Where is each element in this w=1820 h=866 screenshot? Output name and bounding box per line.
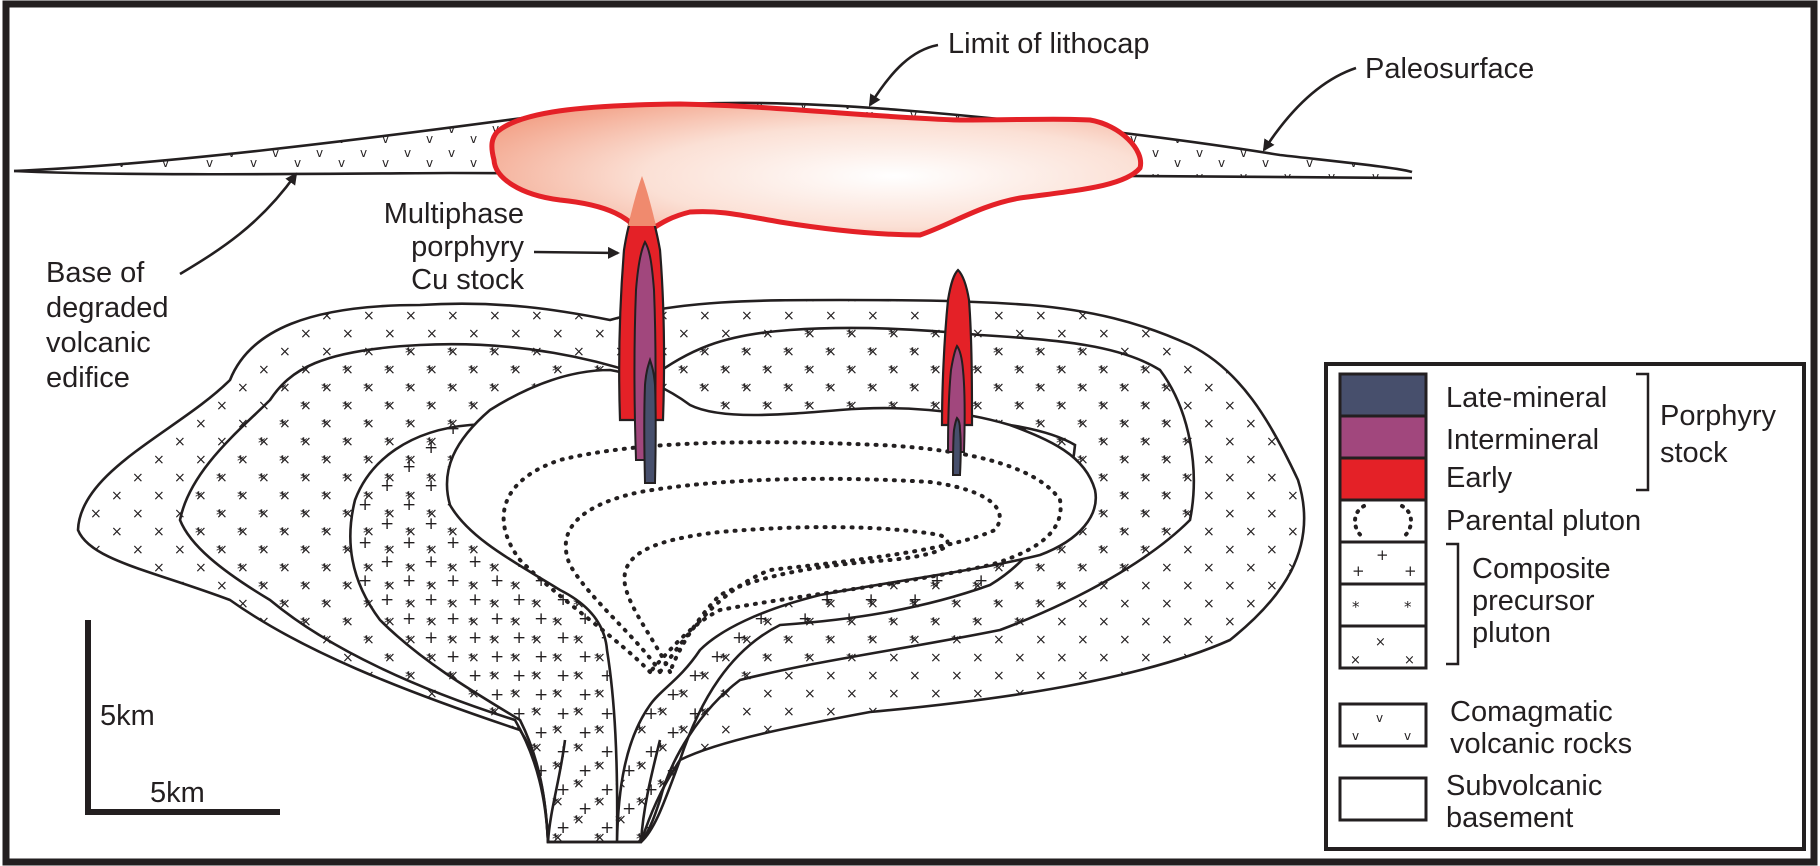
label-base-line-4: edifice	[46, 362, 130, 394]
label-stock-line-1: Multiphase	[384, 198, 524, 230]
svg-text:v: v	[1376, 711, 1383, 725]
label-base-line-1: Base of	[46, 257, 145, 289]
legend-swatch-intermineral	[1340, 416, 1426, 458]
legend-swatch-early	[1340, 458, 1426, 500]
svg-text:v: v	[1352, 729, 1359, 743]
svg-text:+: +	[1404, 562, 1417, 580]
svg-text:+: +	[1352, 562, 1365, 580]
svg-text:*: *	[1352, 598, 1360, 616]
svg-text:*: *	[1404, 598, 1412, 616]
legend-label-subvolcanic-line-1: Subvolcanic	[1446, 770, 1602, 802]
label-paleosurface: Paleosurface	[1365, 53, 1534, 85]
secondary-stock-late-mineral-phase	[953, 418, 961, 475]
svg-text:×: ×	[1404, 653, 1415, 668]
legend-swatch-parental-pluton	[1340, 500, 1426, 542]
svg-text:+: +	[1376, 546, 1389, 564]
legend-label-comagmatic-line-2: volcanic rocks	[1450, 728, 1632, 760]
legend-group-composite-line-3: pluton	[1472, 617, 1551, 649]
svg-text:v: v	[1404, 729, 1411, 743]
arrow-base-of-edifice	[180, 174, 296, 274]
lithocap	[492, 104, 1141, 235]
legend-label-parental-pluton: Parental pluton	[1446, 505, 1641, 537]
scale-bar-vertical-label: 5km	[100, 700, 155, 732]
svg-text:×: ×	[1375, 635, 1386, 650]
legend-label-comagmatic-line-1: Comagmatic	[1450, 696, 1613, 728]
legend-group-composite-line-1: Composite	[1472, 553, 1611, 585]
label-stock-line-2: porphyry	[411, 231, 524, 263]
scale-bar-horizontal-label: 5km	[150, 777, 205, 809]
legend-swatch-subvolcanic-basement	[1340, 778, 1426, 820]
legend-group-porphyry-line-2: stock	[1660, 437, 1728, 469]
label-base-line-3: volcanic	[46, 327, 151, 359]
arrow-paleosurface	[1264, 68, 1356, 150]
legend: Late-mineral Intermineral Early Porphyry…	[1326, 364, 1804, 849]
legend-swatch-late-mineral	[1340, 374, 1426, 416]
legend-label-late-mineral: Late-mineral	[1446, 382, 1607, 414]
label-stock-line-3: Cu stock	[411, 264, 524, 296]
arrow-multiphase-stock	[534, 252, 618, 253]
label-limit-of-lithocap: Limit of lithocap	[948, 28, 1150, 60]
label-base-line-2: degraded	[46, 292, 169, 324]
arrow-limit-of-lithocap	[870, 45, 938, 105]
svg-text:×: ×	[1350, 653, 1361, 668]
main-stock-late-mineral-phase	[644, 360, 656, 483]
legend-label-subvolcanic-line-2: basement	[1446, 802, 1573, 834]
scale-bar: 5km 5km	[88, 620, 280, 812]
legend-label-intermineral: Intermineral	[1446, 424, 1599, 456]
legend-label-early: Early	[1446, 462, 1513, 494]
legend-group-composite-line-2: precursor	[1472, 585, 1595, 617]
legend-group-porphyry-line-1: Porphyry	[1660, 400, 1777, 432]
